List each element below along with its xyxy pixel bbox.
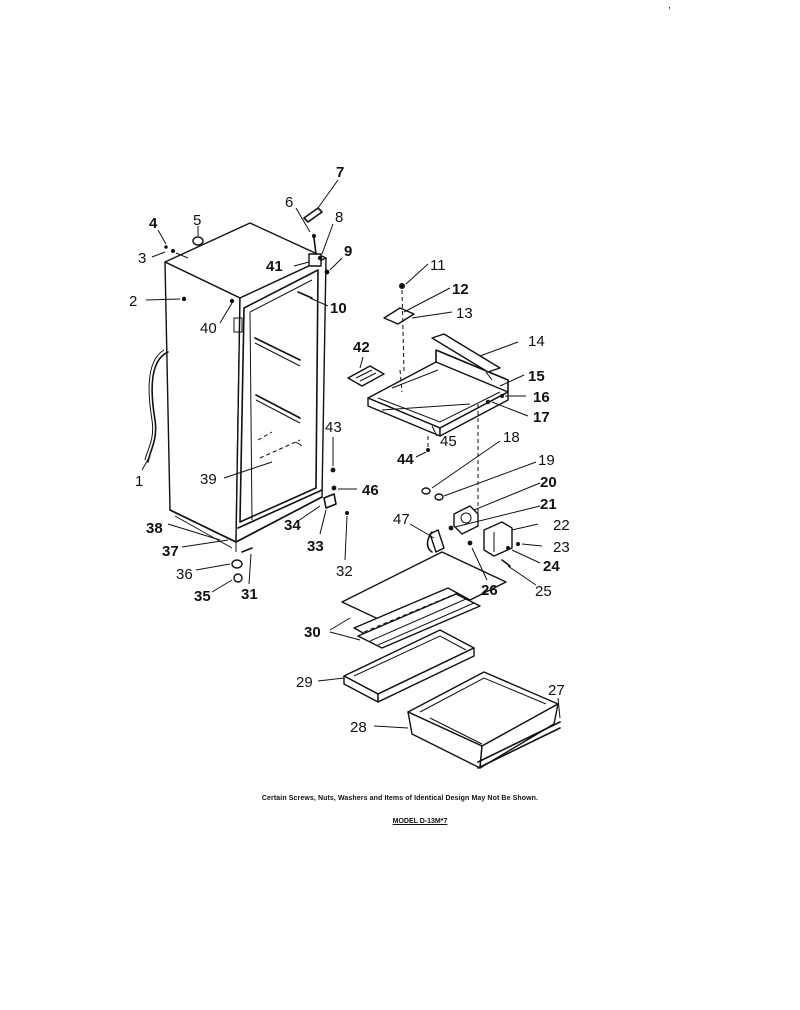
cabinet-drawing bbox=[144, 207, 349, 583]
callout-42: 42 bbox=[353, 339, 370, 356]
callout-4: 4 bbox=[149, 215, 158, 232]
callout-17: 17 bbox=[533, 409, 550, 426]
callout-12: 12 bbox=[452, 281, 469, 298]
callout-1: 1 bbox=[135, 473, 143, 490]
light-switch-drawing bbox=[421, 487, 520, 567]
callout-43: 43 bbox=[325, 419, 342, 436]
callout-38: 38 bbox=[146, 520, 163, 537]
corner-mark: , bbox=[668, 0, 671, 11]
callout-11: 11 bbox=[430, 257, 446, 274]
callout-8: 8 bbox=[335, 209, 343, 226]
callout-37: 37 bbox=[162, 543, 179, 560]
callout-36: 36 bbox=[176, 566, 193, 583]
callout-19: 19 bbox=[538, 452, 555, 469]
callout-5: 5 bbox=[193, 212, 201, 229]
callout-30: 30 bbox=[304, 624, 321, 641]
callout-39: 39 bbox=[200, 471, 217, 488]
callout-32: 32 bbox=[336, 563, 353, 580]
callout-23: 23 bbox=[553, 539, 570, 556]
callout-15: 15 bbox=[528, 368, 545, 385]
callout-10: 10 bbox=[330, 300, 347, 317]
callout-6: 6 bbox=[285, 194, 293, 211]
callout-46: 46 bbox=[362, 482, 379, 499]
model-label: MODEL D-13M*7 bbox=[392, 818, 448, 825]
callout-labels: 1 2 3 4 5 6 7 8 9 10 11 12 13 14 15 16 1… bbox=[129, 164, 570, 736]
callout-26: 26 bbox=[481, 582, 498, 599]
callout-7: 7 bbox=[336, 164, 344, 181]
disclaimer-note: Certain Screws, Nuts, Washers and Items … bbox=[261, 795, 539, 802]
callout-40: 40 bbox=[200, 320, 217, 337]
leader-lines bbox=[141, 179, 561, 729]
callout-29: 29 bbox=[296, 674, 313, 691]
callout-33: 33 bbox=[307, 538, 324, 555]
callout-35: 35 bbox=[194, 588, 211, 605]
callout-41: 41 bbox=[266, 258, 283, 275]
freezer-shelf-drawing bbox=[347, 283, 509, 520]
callout-16: 16 bbox=[533, 389, 550, 406]
callout-2: 2 bbox=[129, 293, 137, 310]
callout-20: 20 bbox=[540, 474, 557, 491]
shelves-drawing bbox=[341, 551, 561, 769]
callout-22: 22 bbox=[553, 517, 570, 534]
callout-3: 3 bbox=[138, 250, 146, 267]
callout-9: 9 bbox=[344, 243, 352, 260]
callout-34: 34 bbox=[284, 517, 301, 534]
callout-47: 47 bbox=[393, 511, 410, 528]
callout-24: 24 bbox=[543, 558, 560, 575]
callout-44: 44 bbox=[397, 451, 414, 468]
callout-45: 45 bbox=[440, 433, 457, 450]
callout-25: 25 bbox=[535, 583, 552, 600]
callout-13: 13 bbox=[456, 305, 473, 322]
callout-18: 18 bbox=[503, 429, 520, 446]
callout-28: 28 bbox=[350, 719, 367, 736]
callout-27: 27 bbox=[548, 682, 565, 699]
callout-31: 31 bbox=[241, 586, 258, 603]
callout-14: 14 bbox=[528, 333, 545, 350]
callout-21: 21 bbox=[540, 496, 557, 513]
